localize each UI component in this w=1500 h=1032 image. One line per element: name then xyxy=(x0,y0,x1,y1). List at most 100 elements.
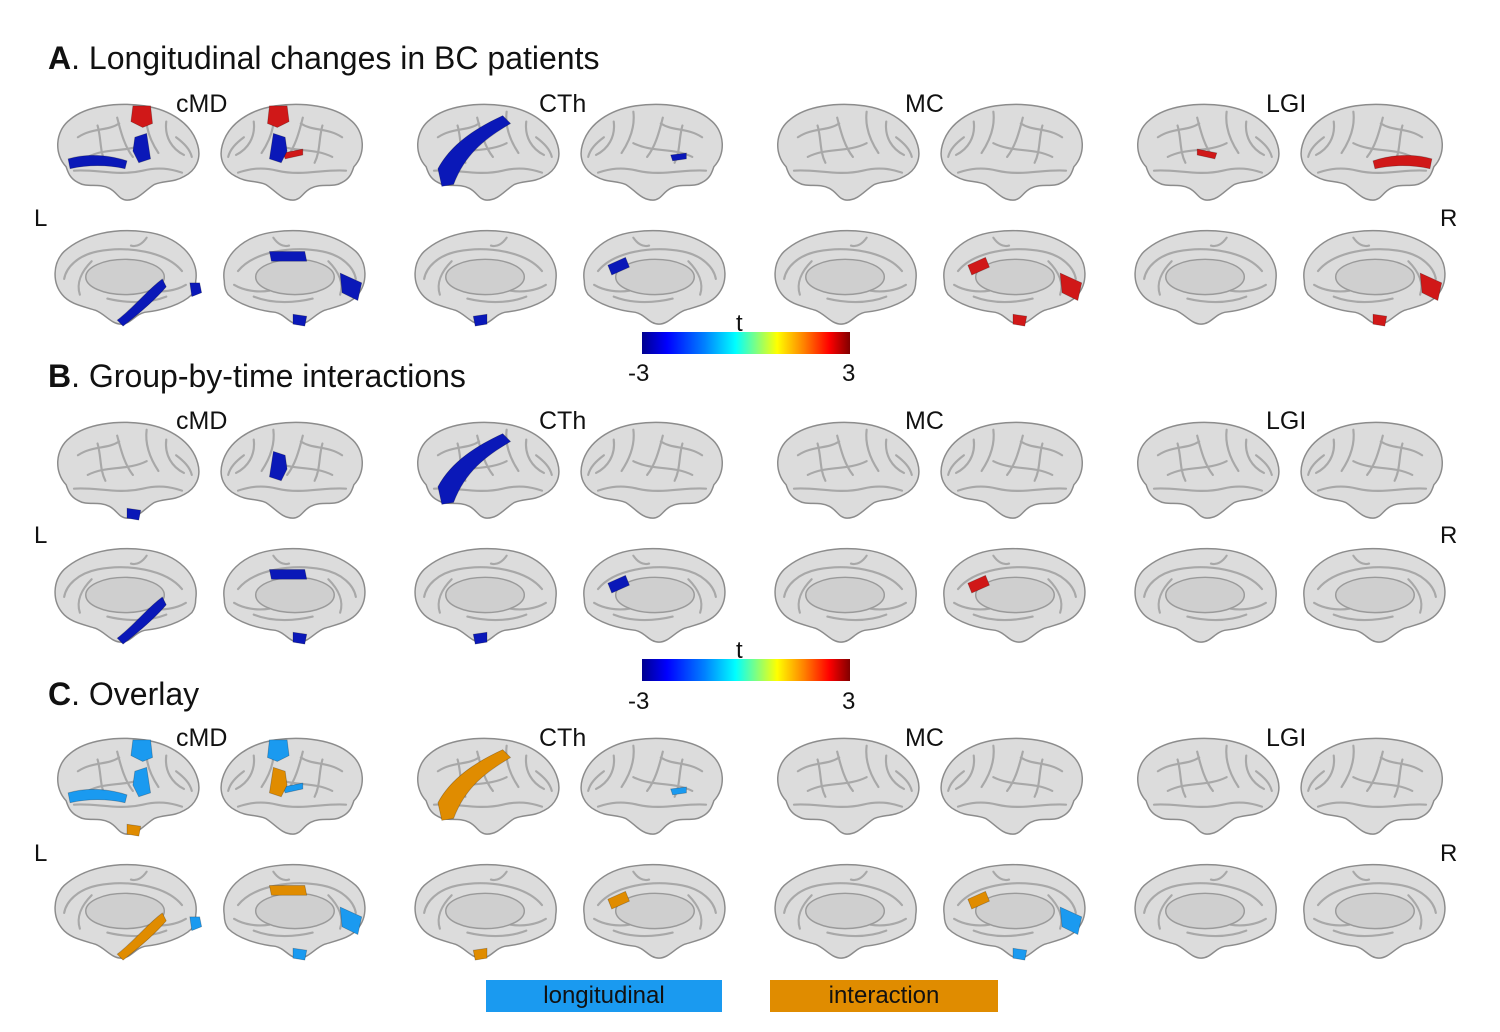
sulcus-line xyxy=(884,438,906,475)
sulcus-line xyxy=(234,438,256,475)
sulcus-line xyxy=(1143,882,1264,915)
sulcus-line xyxy=(1340,744,1355,789)
brain-a-cmd-lateral-left xyxy=(48,98,206,206)
sulcus-line xyxy=(1366,116,1384,158)
corpus-callosum xyxy=(1334,258,1415,296)
activation-cluster xyxy=(268,132,288,164)
brain-c-mc-lateral-left xyxy=(768,732,926,840)
sulcus-line xyxy=(1176,758,1187,798)
sulcus-line xyxy=(1186,929,1248,938)
sulcus-line xyxy=(1255,454,1273,476)
brain-c-cth-medial-left xyxy=(408,856,566,964)
activation-cluster xyxy=(292,631,308,645)
sulcus-line xyxy=(1244,754,1266,791)
sulcus-line xyxy=(816,758,827,798)
cortex-surface xyxy=(1137,421,1280,519)
sulcus-line xyxy=(1047,260,1063,296)
metric-label-cth-c: CTh xyxy=(539,724,587,752)
activation-cluster xyxy=(267,105,290,128)
sulcus-line xyxy=(164,754,186,791)
sulcus-line xyxy=(783,882,904,915)
corpus-callosum xyxy=(805,576,886,614)
left-hemisphere-label-b: L xyxy=(34,522,48,549)
activation-cluster xyxy=(670,152,687,162)
sulcus-line xyxy=(806,460,868,476)
sulcus-line xyxy=(797,578,813,614)
activation-cluster xyxy=(132,132,152,164)
sulcus-line xyxy=(980,744,995,789)
brain-b-cth-lateral-right xyxy=(574,416,732,524)
brain-c-mc-lateral-right xyxy=(934,732,1092,840)
sulcus-line xyxy=(1307,136,1325,158)
sulcus-line xyxy=(992,870,1011,882)
sulcus-line xyxy=(286,434,304,476)
brain-b-cth-lateral-left xyxy=(408,416,566,524)
cortex-surface xyxy=(777,421,920,519)
cortex-surface xyxy=(580,421,723,519)
brain-a-mc-lateral-right xyxy=(934,98,1092,206)
sulcus-line xyxy=(63,566,184,599)
sulcus-line xyxy=(865,428,880,473)
activation-cluster xyxy=(268,251,308,262)
sulcus-line xyxy=(1255,136,1273,158)
sulcus-line xyxy=(72,485,184,492)
sulcus-line xyxy=(865,744,880,789)
sulcus-line xyxy=(63,882,184,915)
corpus-callosum xyxy=(445,258,526,296)
brain-a-mc-medial-right xyxy=(934,222,1092,330)
panel-c-letter: C xyxy=(48,676,72,712)
sulcus-line xyxy=(227,454,245,476)
sulcus-line xyxy=(884,120,906,157)
cortex-surface xyxy=(940,103,1083,201)
sulcus-line xyxy=(956,566,1077,599)
sulcus-line xyxy=(1196,750,1214,792)
brain-a-mc-lateral-left xyxy=(768,98,926,206)
colorbar-2-title: t xyxy=(736,637,743,664)
brain-a-cth-medial-right xyxy=(574,222,732,330)
activation-cluster xyxy=(267,739,290,762)
cortex-surface xyxy=(940,421,1083,519)
sulcus-line xyxy=(236,485,348,492)
sulcus-line xyxy=(956,882,1077,915)
activation-cluster xyxy=(67,154,128,170)
sulcus-line xyxy=(849,236,868,248)
sulcus-line xyxy=(466,613,528,622)
brain-a-cmd-medial-left xyxy=(48,222,206,330)
brain-b-mc-medial-right xyxy=(934,540,1092,648)
brain-a-cth-medial-left xyxy=(408,222,566,330)
sulcus-line xyxy=(953,283,991,293)
sulcus-line xyxy=(272,236,291,248)
sulcus-line xyxy=(594,438,616,475)
sulcus-line xyxy=(96,442,107,482)
sulcus-line xyxy=(1316,566,1437,599)
sulcus-line xyxy=(129,236,148,248)
activation-cluster xyxy=(292,947,308,961)
panel-a-letter: A xyxy=(48,40,72,76)
cortex-surface xyxy=(220,421,363,519)
sulcus-line xyxy=(954,438,976,475)
brain-c-cth-medial-right xyxy=(574,856,732,964)
sulcus-line xyxy=(1313,283,1351,293)
sulcus-line xyxy=(980,428,995,473)
sulcus-line xyxy=(489,236,508,248)
sulcus-line xyxy=(116,434,134,476)
brain-b-mc-lateral-right xyxy=(934,416,1092,524)
corpus-callosum xyxy=(614,892,695,930)
sulcus-line xyxy=(106,295,168,304)
right-hemisphere-label-c: R xyxy=(1440,840,1458,867)
activation-cluster xyxy=(339,906,363,936)
sulcus-line xyxy=(1176,124,1187,164)
metric-label-cth-a: CTh xyxy=(539,90,587,118)
sulcus-line xyxy=(236,801,348,808)
left-hemisphere-label-a: L xyxy=(34,205,48,232)
sulcus-line xyxy=(524,120,546,157)
sulcus-line xyxy=(980,110,995,155)
sulcus-line xyxy=(596,167,708,174)
corpus-callosum xyxy=(614,576,695,614)
sulcus-line xyxy=(1393,758,1404,798)
sulcus-line xyxy=(1006,750,1024,792)
sulcus-line xyxy=(524,754,546,791)
activation-cluster xyxy=(1059,272,1083,302)
sulcus-line xyxy=(1209,554,1228,566)
activation-cluster xyxy=(472,947,488,961)
